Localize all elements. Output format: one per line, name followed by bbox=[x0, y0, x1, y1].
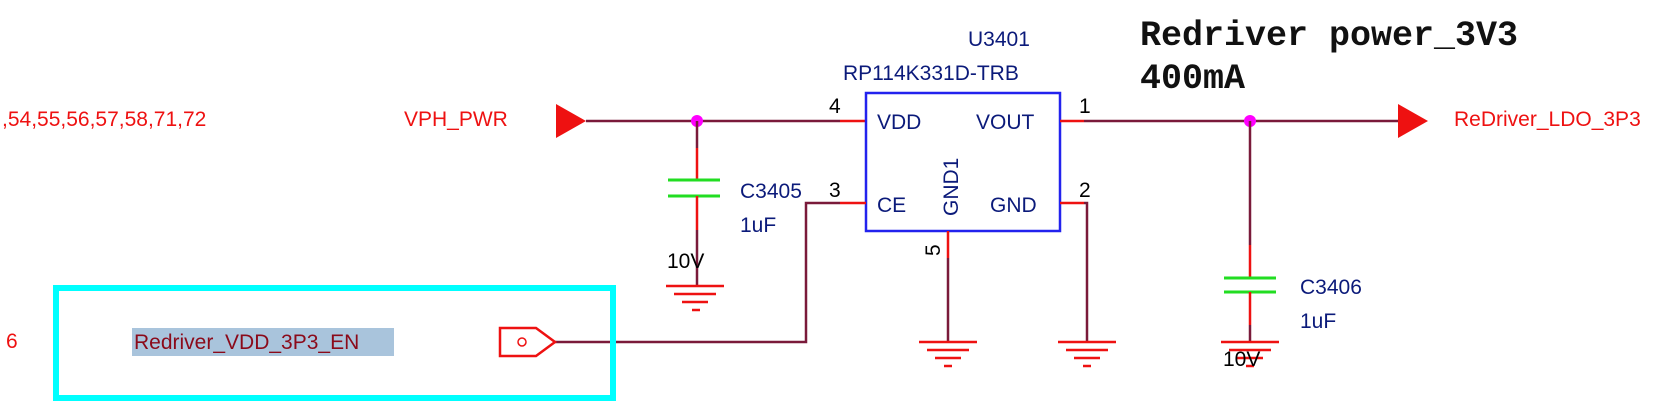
wire-gnd-pin2 bbox=[1084, 201, 1089, 342]
ic-pin-name-vout: VOUT bbox=[976, 111, 1035, 134]
ic-pin-name-gnd: GND bbox=[990, 194, 1037, 217]
c3405-refdes[interactable]: C3405 bbox=[740, 180, 802, 203]
port-label-highlight bbox=[132, 328, 394, 356]
pin-number-2: 2 bbox=[1079, 179, 1091, 202]
pin-number-4: 4 bbox=[829, 95, 841, 118]
ic-pin-name-gnd1: GND1 bbox=[940, 158, 963, 216]
c3406-voltage: 10V bbox=[1223, 348, 1260, 371]
c3406-value: 1uF bbox=[1300, 310, 1336, 333]
page-reference-list: ,54,55,56,57,58,71,72 bbox=[2, 108, 206, 131]
ground-icon bbox=[1221, 340, 1279, 368]
ground-icon bbox=[1058, 340, 1116, 368]
pin-number-5: 5 bbox=[922, 244, 945, 256]
selection-box[interactable] bbox=[53, 285, 616, 401]
ic-pin-name-vdd: VDD bbox=[877, 111, 921, 134]
net-label-redriver-ldo-3p3[interactable]: ReDriver_LDO_3P3 bbox=[1454, 108, 1641, 131]
c3405-voltage: 10V bbox=[667, 250, 704, 273]
off-sheet-port-icon[interactable] bbox=[498, 326, 558, 358]
ic-refdes[interactable]: U3401 bbox=[968, 28, 1030, 51]
port-label-redriver-vdd-3p3-en[interactable]: Redriver_VDD_3P3_EN bbox=[134, 331, 359, 354]
pin-number-3: 3 bbox=[829, 179, 841, 202]
page-reference-6: 6 bbox=[6, 330, 18, 353]
wire-redriver-vdd-3p3-en[interactable] bbox=[555, 201, 840, 344]
ic-part-number: RP114K331D-TRB bbox=[843, 62, 1019, 85]
power-port-arrow-icon[interactable] bbox=[556, 104, 586, 138]
title-line-1: Redriver power_3V3 bbox=[1140, 16, 1518, 56]
title-line-2: 400mA bbox=[1140, 59, 1245, 99]
net-label-vph-pwr[interactable]: VPH_PWR bbox=[404, 108, 508, 131]
c3405-value: 1uF bbox=[740, 214, 776, 237]
pin-number-1: 1 bbox=[1079, 95, 1091, 118]
ground-icon bbox=[919, 340, 977, 368]
ic-body[interactable] bbox=[864, 91, 1062, 233]
ground-icon bbox=[666, 284, 724, 312]
ic-pin-name-ce: CE bbox=[877, 194, 906, 217]
power-port-arrow-icon[interactable] bbox=[1398, 104, 1428, 138]
port-io-circle-icon bbox=[517, 337, 527, 347]
c3406-refdes[interactable]: C3406 bbox=[1300, 276, 1362, 299]
